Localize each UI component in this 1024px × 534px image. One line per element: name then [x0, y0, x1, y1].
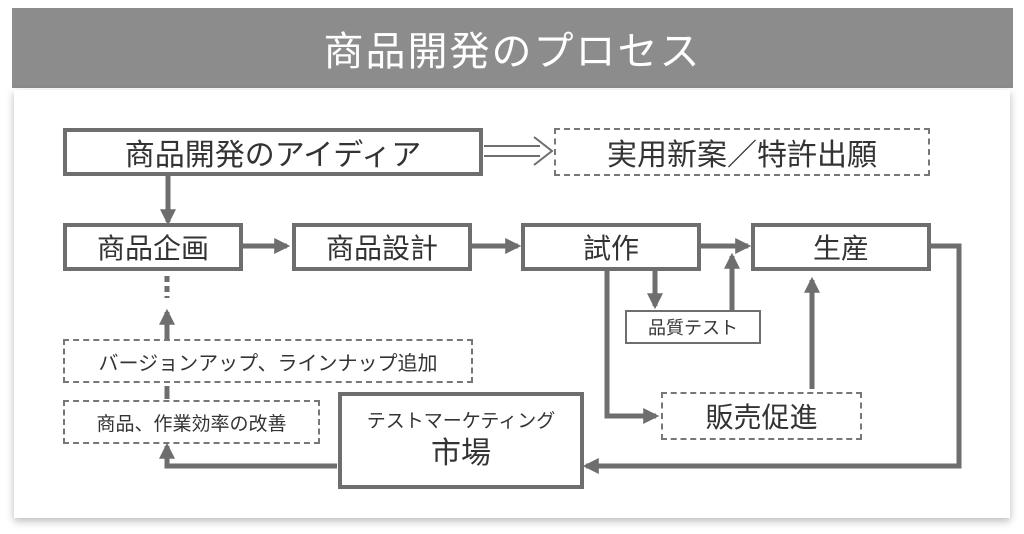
node-production: 生産 — [751, 223, 931, 271]
node-design-label: 商品設計 — [325, 232, 438, 265]
arrow-market-to-improvement — [158, 442, 337, 469]
node-quality-test-label: 品質テスト — [648, 318, 738, 339]
node-idea: 商品開発のアイディア — [63, 128, 483, 176]
node-improvement: 商品、作業効率の改善 — [63, 400, 320, 444]
node-promotion: 販売促進 — [661, 392, 862, 440]
arrow-production-to-market — [582, 243, 962, 475]
node-prototype-label: 試作 — [582, 232, 639, 265]
node-planning-label: 商品企画 — [96, 232, 209, 265]
node-market-label: 市場 — [431, 435, 491, 471]
node-production-label: 生産 — [812, 232, 869, 265]
arrow-prototype-to-promotion — [604, 271, 660, 425]
node-patent: 実用新案／特許出願 — [554, 128, 930, 176]
node-version-up: バージョンアップ、ラインナップ追加 — [63, 339, 473, 383]
double-arrow-idea-to-patent — [484, 136, 554, 166]
node-patent-label: 実用新案／特許出願 — [607, 138, 877, 173]
node-prototype: 試作 — [521, 223, 701, 271]
node-quality-test: 品質テスト — [625, 310, 761, 344]
title-banner: 商品開発のプロセス — [12, 8, 1013, 88]
node-improvement-label: 商品、作業効率の改善 — [96, 412, 287, 435]
node-design: 商品設計 — [292, 223, 472, 271]
node-idea-label: 商品開発のアイディア — [124, 138, 422, 173]
page-title: 商品開発のプロセス — [323, 29, 702, 75]
node-version-up-label: バージョンアップ、ラインナップ追加 — [98, 350, 438, 375]
node-promotion-label: 販売促進 — [705, 401, 818, 434]
node-test-marketing-label: テストマーケティング — [366, 409, 556, 432]
node-planning: 商品企画 — [63, 223, 243, 271]
node-market: テストマーケティング 市場 — [338, 392, 584, 489]
